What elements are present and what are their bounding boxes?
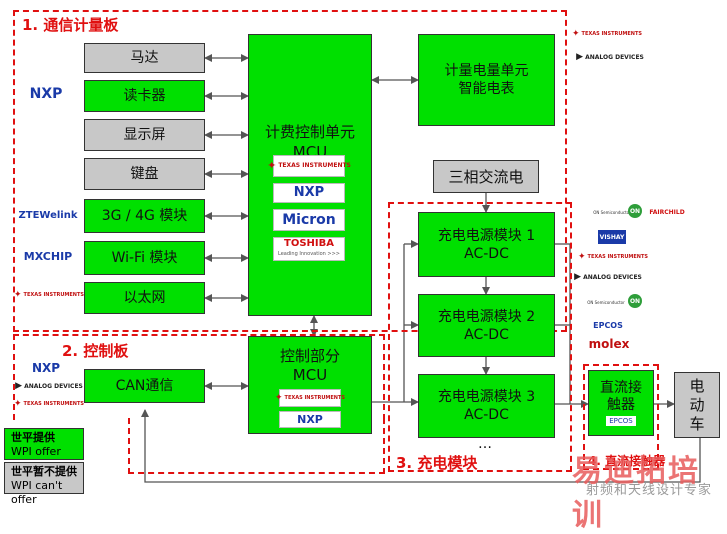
adi-logo-right-mid: ▶ ANALOG DEVICES	[574, 272, 642, 282]
watermark-subtitle: 射频和天线设计专家	[586, 483, 713, 498]
adi-logo-right-top: ▶ ANALOG DEVICES	[576, 52, 644, 62]
mxchip-logo: MXCHIP	[23, 249, 73, 263]
adi-triangle-icon: ▶	[574, 272, 582, 282]
section-charging-modules	[388, 202, 572, 472]
adi-triangle-icon: ▶	[576, 52, 584, 62]
section-control-board-lower	[128, 418, 385, 474]
adi-logo-left: ▶ ANALOG DEVICES	[15, 381, 83, 391]
section-dc-contactor	[583, 364, 659, 470]
ti-logo-left-2: ✦ TEXAS INSTRUMENTS	[14, 399, 84, 409]
billing-mcu-title: 计费控制单元	[264, 123, 355, 141]
three-phase-ac-box: 三相交流电	[433, 160, 539, 193]
more-modules-ellipsis: …	[478, 436, 492, 452]
ethernet-box: 以太网	[84, 282, 205, 314]
ti-chip-icon: ✦	[14, 399, 22, 409]
charging-module-3: 充电电源模块 3 AC-DC	[418, 374, 555, 438]
on-semi-logo-2: ON Semiconductor	[587, 299, 625, 305]
epcos-logo: EPCOS	[593, 320, 623, 330]
section-label-4: 4. 直流接触器	[588, 454, 666, 468]
adi-triangle-icon: ▶	[15, 381, 23, 391]
section-label-1: 1. 通信计量板	[22, 16, 119, 34]
connection-lines	[141, 54, 701, 483]
ti-chip-icon: ✦	[578, 252, 586, 262]
zte-welink-logo: ZTEWelink	[18, 209, 78, 221]
epcos-logo-contactor: EPCOS	[606, 416, 636, 426]
charging-module-1: 充电电源模块 1 AC-DC	[418, 212, 555, 277]
billing-control-mcu-box: 计费控制单元 MCU ✦ TEXAS INSTRUMENTS NXP Micro…	[248, 34, 372, 316]
metering-unit-box: 计量电量单元 智能电表	[418, 34, 555, 126]
ti-chip-icon: ✦	[14, 290, 22, 300]
section-label-2: 2. 控制板	[62, 342, 129, 360]
vishay-logo: VISHAY	[598, 230, 626, 244]
ti-logo-right-mid: ✦ TEXAS INSTRUMENTS	[578, 252, 648, 262]
wifi-module-box: Wi-Fi 模块	[84, 241, 205, 275]
on-circle-icon-2: ON	[628, 294, 642, 308]
dc-contactor-box: 直流接 触器 EPCOS	[588, 370, 654, 436]
micron-logo: Micron	[273, 209, 345, 231]
card-reader-box: 读卡器	[84, 80, 205, 112]
fairchild-logo: FAIRCHILD	[649, 208, 685, 216]
section-label-3: 3. 充电模块	[396, 454, 478, 472]
ti-logo: ✦ TEXAS INSTRUMENTS	[267, 155, 351, 177]
ti-chip-icon: ✦	[572, 29, 580, 39]
ti-chip-icon: ✦	[275, 393, 283, 403]
ti-chip-icon: ✦	[267, 159, 277, 172]
nxp-logo-left: NXP	[29, 86, 63, 102]
control-mcu-subtitle: MCU	[292, 366, 328, 384]
display-box: 显示屏	[84, 119, 205, 151]
on-semi-logo: ON Semiconductor	[593, 209, 631, 215]
ti-logo-control: ✦ TEXAS INSTRUMENTS	[275, 389, 345, 407]
control-mcu-box: 控制部分 MCU ✦ TEXAS INSTRUMENTS NXP	[248, 336, 372, 434]
nxp-logo: NXP	[273, 183, 345, 203]
toshiba-logo: TOSHIBA Leading Innovation >>>	[273, 237, 345, 261]
control-mcu-title: 控制部分	[279, 347, 340, 365]
section-control-board	[13, 334, 385, 420]
legend-wpi-offer: 世平提供 WPI offer	[4, 428, 84, 460]
can-communication-box: CAN通信	[84, 369, 205, 403]
ti-logo-right-top: ✦ TEXAS INSTRUMENTS	[572, 29, 642, 39]
keyboard-box: 键盘	[84, 158, 205, 190]
ti-logo-left: ✦ TEXAS INSTRUMENTS	[14, 290, 84, 300]
modem-3g4g-box: 3G / 4G 模块	[84, 199, 205, 233]
section-communication-metering	[13, 10, 567, 332]
nxp-logo-control-left: NXP	[31, 361, 61, 375]
charging-module-2: 充电电源模块 2 AC-DC	[418, 294, 555, 357]
electric-vehicle-box: 电 动 车	[674, 372, 720, 438]
nxp-logo-control: NXP	[279, 411, 341, 428]
on-circle-icon: ON	[628, 204, 642, 218]
motor-box: 马达	[84, 43, 205, 73]
molex-logo: molex	[588, 337, 630, 351]
legend-wpi-cannot-offer: 世平暂不提供 WPI can't offer	[4, 462, 84, 506]
